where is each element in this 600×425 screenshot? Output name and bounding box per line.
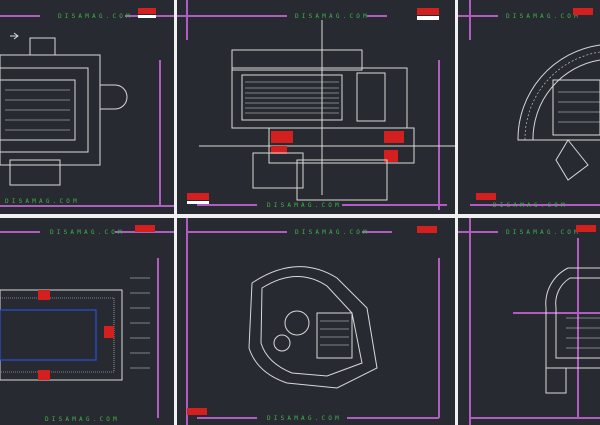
curved-plan-drawing: DISAMAG.COM DISAMAG.COM [458,0,600,209]
logo-icon [417,8,439,20]
watermark: DISAMAG.COM [295,13,370,20]
logo-icon [138,8,156,18]
logo-icon [576,225,596,232]
organic-plan-drawing: DISAMAG.COM DISAMAG.COM [186,218,440,425]
pool-plan-drawing: DISAMAG.COM DISAMAG.COM [0,8,174,207]
watermark-bottom: DISAMAG.COM [493,202,568,209]
cad-panel-ground-floor[interactable]: DISAMAG.COM DISAMAG.COM [177,0,455,214]
pool-detail-drawing: DISAMAG.COM DISAMAG.COM [0,225,174,423]
logo-icon [187,193,209,204]
cad-panel-curved-plan[interactable]: DISAMAG.COM DISAMAG.COM [458,0,600,214]
watermark: DISAMAG.COM [50,229,125,236]
watermark-bottom: DISAMAG.COM [267,202,342,209]
cad-panel-pool-plan[interactable]: DISAMAG.COM DISAMAG.COM [0,0,174,214]
watermark: DISAMAG.COM [295,229,370,236]
ground-floor-drawing: DISAMAG.COM DISAMAG.COM [177,0,455,210]
cad-panel-stadium-plan[interactable]: DISAMAG.COM [458,218,600,425]
watermark-bottom: DISAMAG.COM [5,198,80,205]
cad-panel-organic-plan[interactable]: DISAMAG.COM DISAMAG.COM [177,218,455,425]
stadium-plan-drawing: DISAMAG.COM [458,218,600,425]
watermark-bottom: DISAMAG.COM [267,415,342,422]
cad-panel-pool-detail[interactable]: DISAMAG.COM DISAMAG.COM [0,218,174,425]
logo-icon [135,225,155,232]
watermark: DISAMAG.COM [506,229,581,236]
watermark: DISAMAG.COM [58,13,133,20]
logo-icon [187,226,437,415]
watermark-bottom: DISAMAG.COM [45,416,120,423]
watermark: DISAMAG.COM [506,13,581,20]
logo-icon [476,8,593,200]
